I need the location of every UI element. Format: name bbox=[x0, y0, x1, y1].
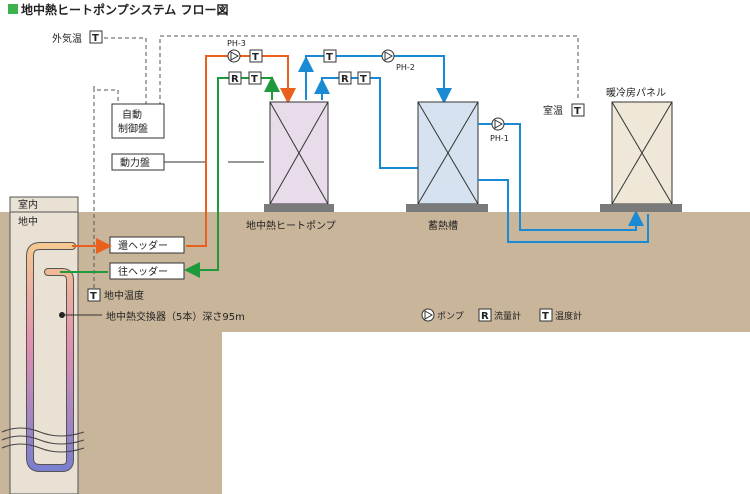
panel-base bbox=[600, 204, 682, 212]
flow-meter-green bbox=[228, 71, 242, 85]
tank-supply-pipe bbox=[305, 55, 452, 104]
svg-text:PH-1: PH-1 bbox=[490, 134, 509, 143]
cutaway-blank bbox=[222, 332, 750, 494]
svg-text:T: T bbox=[90, 291, 97, 302]
title-square-icon bbox=[8, 4, 18, 14]
heat-pump-base bbox=[264, 204, 334, 212]
panel-supply-pipe bbox=[478, 123, 644, 231]
legend-temp-icon bbox=[539, 308, 553, 322]
svg-text:自動: 自動 bbox=[122, 108, 142, 121]
thermometer-blue bbox=[357, 71, 371, 85]
tank-label: 蓄熱槽 bbox=[428, 219, 458, 232]
control-lines bbox=[93, 35, 579, 288]
exchanger-label: 地中熱交換器（5本）深さ95m bbox=[106, 310, 245, 323]
svg-text:PH-2: PH-2 bbox=[396, 63, 415, 72]
svg-text:PH-3: PH-3 bbox=[227, 39, 246, 48]
flow-meter-blue bbox=[338, 71, 352, 85]
svg-text:T: T bbox=[326, 52, 333, 63]
underground-label: 地中 bbox=[18, 215, 38, 228]
legend-flow-icon bbox=[478, 308, 492, 322]
svg-text:制御盤: 制御盤 bbox=[118, 122, 148, 135]
svg-text:還ヘッダー: 還ヘッダー bbox=[118, 239, 168, 252]
storage-tank-base bbox=[406, 204, 488, 212]
indoor-label: 室内 bbox=[18, 198, 38, 211]
ground-temp-label: 地中温度 bbox=[104, 289, 144, 302]
svg-text:T: T bbox=[542, 311, 549, 322]
supply-pipe-orange bbox=[186, 55, 296, 247]
svg-text:T: T bbox=[251, 74, 258, 85]
ground-thermometer bbox=[87, 288, 101, 302]
auto-control-panel bbox=[111, 103, 165, 139]
svg-text:R: R bbox=[481, 311, 489, 322]
svg-text:往ヘッダー: 往ヘッダー bbox=[118, 265, 168, 278]
svg-text:動力盤: 動力盤 bbox=[120, 156, 150, 169]
svg-text:T: T bbox=[92, 33, 99, 44]
svg-text:T: T bbox=[360, 74, 367, 85]
svg-text:ポンプ: ポンプ bbox=[437, 311, 464, 322]
thermometer-green bbox=[248, 71, 262, 85]
panel-return-pipe bbox=[478, 179, 649, 243]
svg-text:R: R bbox=[231, 74, 239, 85]
panel-label: 暖冷房パネル bbox=[606, 86, 666, 99]
outdoor-thermometer bbox=[89, 30, 103, 44]
thermometer-ph2 bbox=[323, 49, 337, 63]
svg-text:T: T bbox=[252, 52, 259, 63]
legend: ポンプ R 流量計 T 温度計 bbox=[421, 308, 582, 322]
ground-loop bbox=[27, 243, 75, 471]
svg-text:温度計: 温度計 bbox=[555, 310, 582, 322]
svg-text:R: R bbox=[341, 74, 349, 85]
svg-text:流量計: 流量計 bbox=[494, 310, 521, 322]
heat-pump-label: 地中熱ヒートポンプ bbox=[246, 219, 336, 232]
room-thermometer bbox=[571, 103, 585, 117]
page-title: 地中熱ヒートポンプシステム フロー図 bbox=[21, 2, 228, 17]
tank-return-pipe bbox=[321, 77, 420, 169]
thermometer-ph3 bbox=[249, 49, 263, 63]
svg-text:T: T bbox=[574, 106, 581, 117]
room-temp-label: 室温 bbox=[543, 104, 563, 117]
outdoor-temp-label: 外気温 bbox=[52, 32, 82, 45]
